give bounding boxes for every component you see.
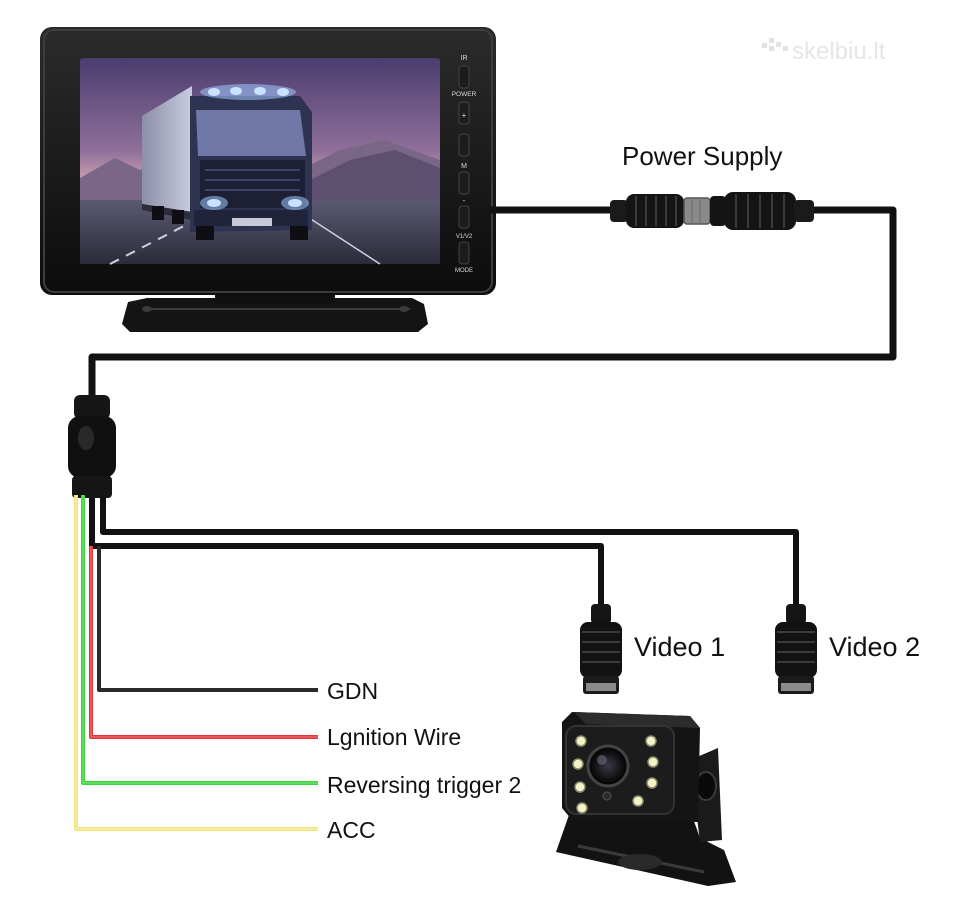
reversing-wire	[81, 495, 318, 785]
camera-lens	[586, 744, 630, 788]
acc-label: ACC	[327, 817, 376, 843]
video1-cable	[89, 495, 604, 608]
plus-button[interactable]	[458, 133, 470, 157]
watermark: skelbiu.lt	[762, 38, 886, 65]
cables	[88, 206, 897, 608]
junction-box	[68, 395, 116, 498]
button-label-m: M	[461, 163, 467, 170]
camera	[556, 712, 736, 886]
video1-label: Video 1	[634, 632, 725, 662]
video2-cable	[100, 495, 799, 608]
minus-button[interactable]	[458, 205, 470, 229]
ir-button[interactable]	[458, 65, 470, 89]
button-label-power: POWER	[452, 91, 477, 98]
monitor-screen	[80, 58, 440, 265]
button-label-mode: MODE	[455, 268, 473, 274]
reversing-label: Reversing trigger 2	[327, 772, 521, 798]
gdn-wire	[97, 546, 318, 692]
gdn-label: GDN	[327, 678, 378, 704]
ignition-label: Lgnition Wire	[327, 724, 461, 750]
truck-trailer	[142, 86, 192, 212]
watermark-text: skelbiu.lt	[792, 38, 886, 65]
video2-connector	[775, 604, 817, 694]
power-button[interactable]	[458, 101, 470, 125]
power-supply-label: Power Supply	[622, 141, 782, 171]
power-loop-cable	[88, 206, 897, 400]
video1-connector	[580, 604, 622, 694]
camera-bracket	[556, 810, 736, 886]
button-label-ir: IR	[461, 55, 468, 62]
ignition-wire	[89, 546, 318, 739]
watermark-icon	[762, 38, 788, 51]
video2-label: Video 2	[829, 632, 920, 662]
signal-wires	[74, 495, 318, 831]
v1v2-button[interactable]	[458, 241, 470, 265]
camera-leds	[572, 735, 659, 814]
power-connector-right	[710, 192, 814, 230]
power-connector-left	[610, 194, 711, 228]
menu-button[interactable]	[458, 171, 470, 195]
monitor-button-panel: IR POWER + M - V1/V2 MODE	[452, 55, 477, 274]
button-label-v1v2: V1/V2	[456, 234, 473, 240]
power-connector-pair	[610, 192, 814, 230]
button-label-minus: -	[463, 196, 466, 205]
monitor: IR POWER + M - V1/V2 MODE	[40, 27, 496, 332]
monitor-stand	[122, 298, 428, 332]
button-label-plus: +	[462, 111, 467, 120]
